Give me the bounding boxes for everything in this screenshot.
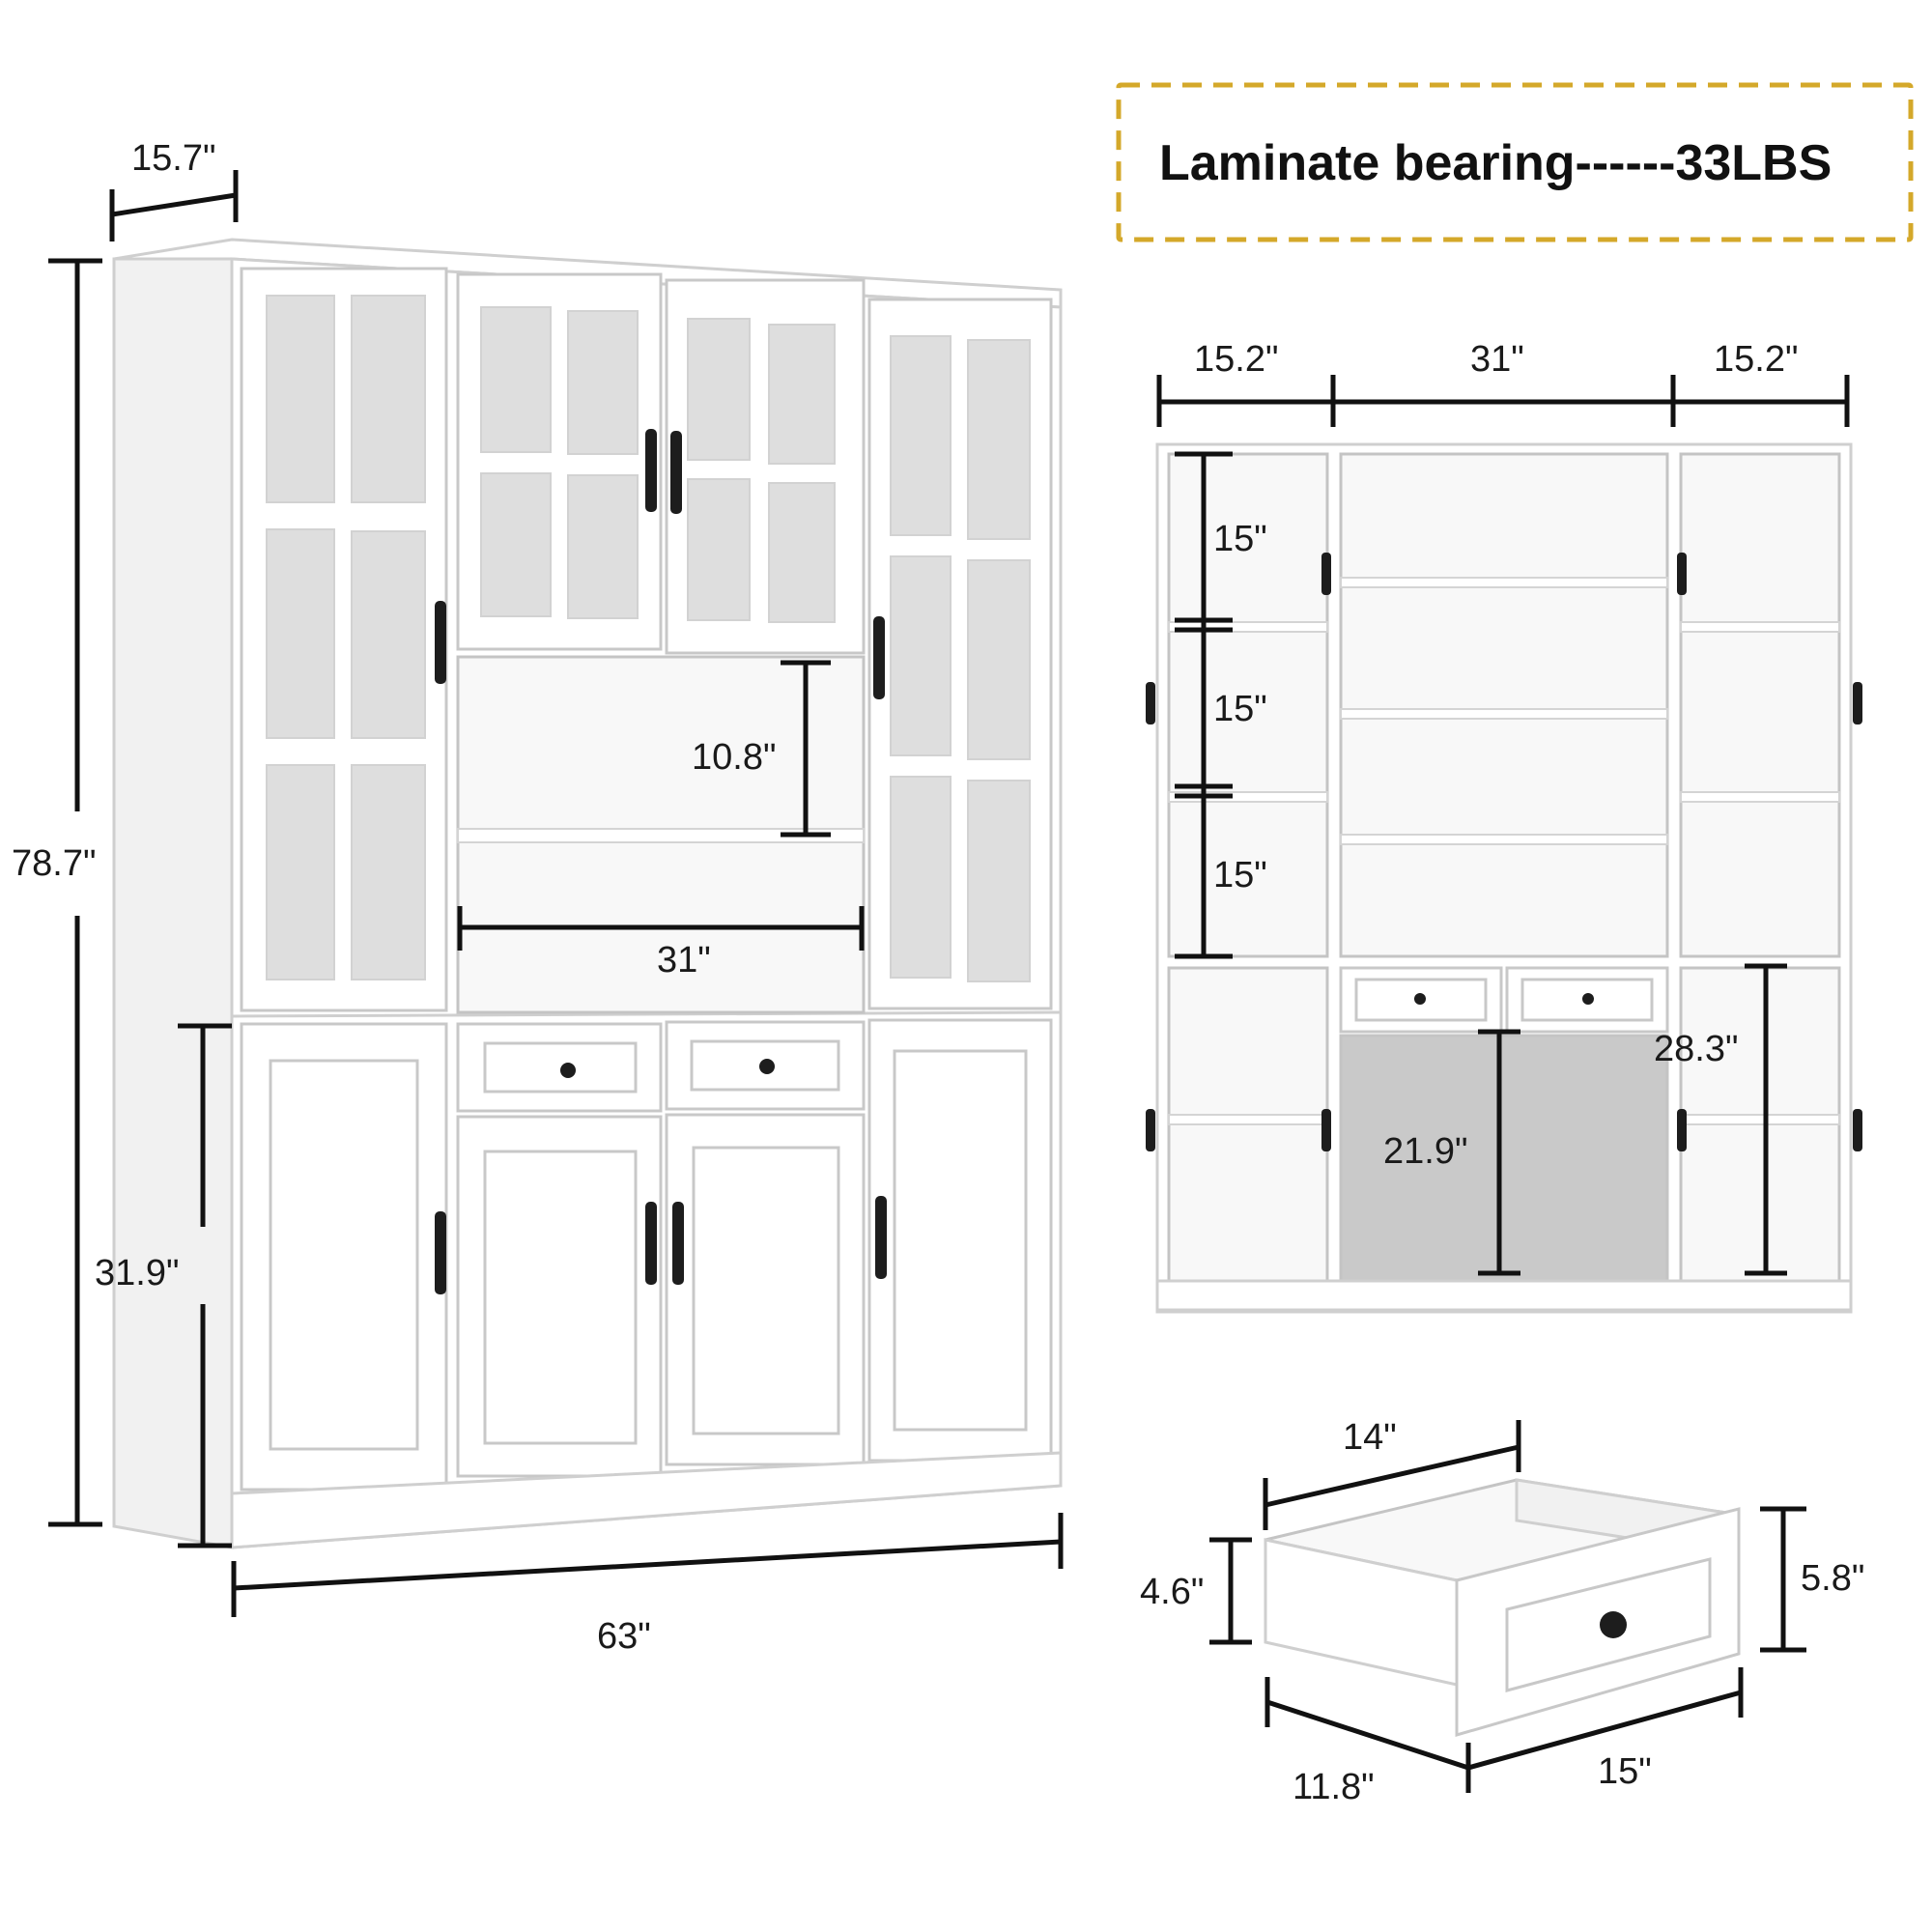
total-height-label: 78.7" bbox=[12, 843, 96, 884]
front-view-dimensions: 15.7" 78.7" 31.9" 63" 10.8" 31" bbox=[12, 138, 1064, 1657]
knob-icon bbox=[560, 1063, 576, 1078]
open-shelf-width-label: 31" bbox=[657, 940, 711, 980]
side-lower-height-label: 28.3" bbox=[1654, 1029, 1738, 1069]
handle-icon bbox=[1146, 682, 1155, 724]
interior-view-dimensions: 15.2" 31" 15.2" 15" 15" 15" 21.9" 28.3" bbox=[1156, 339, 1850, 1276]
handle-icon bbox=[1853, 682, 1862, 724]
handle-icon bbox=[435, 1211, 446, 1294]
laminate-bearing-banner: Laminate bearing------33LBS bbox=[1116, 82, 1914, 242]
knob-icon bbox=[1414, 993, 1426, 1005]
drawer-inner-width-label: 14" bbox=[1343, 1417, 1397, 1458]
drawer-inner-height-label: 4.6" bbox=[1140, 1572, 1204, 1612]
handle-icon bbox=[1321, 1109, 1331, 1151]
handle-icon bbox=[1321, 553, 1331, 595]
interior-left-width-label: 15.2" bbox=[1194, 339, 1278, 380]
interior-right-width-label: 15.2" bbox=[1714, 339, 1798, 380]
handle-icon bbox=[645, 429, 657, 512]
handle-icon bbox=[435, 601, 446, 684]
interior-view-cabinet bbox=[1146, 442, 1862, 1314]
handle-icon bbox=[1853, 1109, 1862, 1151]
knob-icon bbox=[759, 1059, 775, 1074]
lower-height-label: 31.9" bbox=[95, 1253, 179, 1293]
shelf-height-3-label: 15" bbox=[1213, 855, 1267, 895]
drawer-view bbox=[1264, 1478, 1741, 1737]
interior-center-width-label: 31" bbox=[1470, 339, 1524, 380]
handle-icon bbox=[1677, 553, 1687, 595]
shelf-height-1-label: 15" bbox=[1213, 519, 1267, 559]
drawer-dimensions: 14" 4.6" 5.8" 11.8" 15" bbox=[1140, 1417, 1864, 1807]
knob-icon bbox=[1582, 993, 1594, 1005]
banner-text: Laminate bearing------33LBS bbox=[1159, 135, 1832, 191]
handle-icon bbox=[670, 431, 682, 514]
handle-icon bbox=[672, 1202, 684, 1285]
knob-icon bbox=[1600, 1611, 1627, 1638]
drawer-front-width-label: 15" bbox=[1598, 1751, 1652, 1792]
total-width-label: 63" bbox=[597, 1616, 651, 1657]
drawer-front-height-label: 5.8" bbox=[1801, 1558, 1864, 1599]
center-lower-height-label: 21.9" bbox=[1383, 1131, 1467, 1172]
handle-icon bbox=[645, 1202, 657, 1285]
front-depth-label: 15.7" bbox=[131, 138, 215, 179]
handle-icon bbox=[875, 1196, 887, 1279]
handle-icon bbox=[873, 616, 885, 699]
front-view-cabinet bbox=[112, 238, 1063, 1549]
handle-icon bbox=[1677, 1109, 1687, 1151]
open-shelf-height-label: 10.8" bbox=[692, 737, 776, 778]
handle-icon bbox=[1146, 1109, 1155, 1151]
drawer-depth-label: 11.8" bbox=[1293, 1767, 1375, 1807]
shelf-height-2-label: 15" bbox=[1213, 689, 1267, 729]
